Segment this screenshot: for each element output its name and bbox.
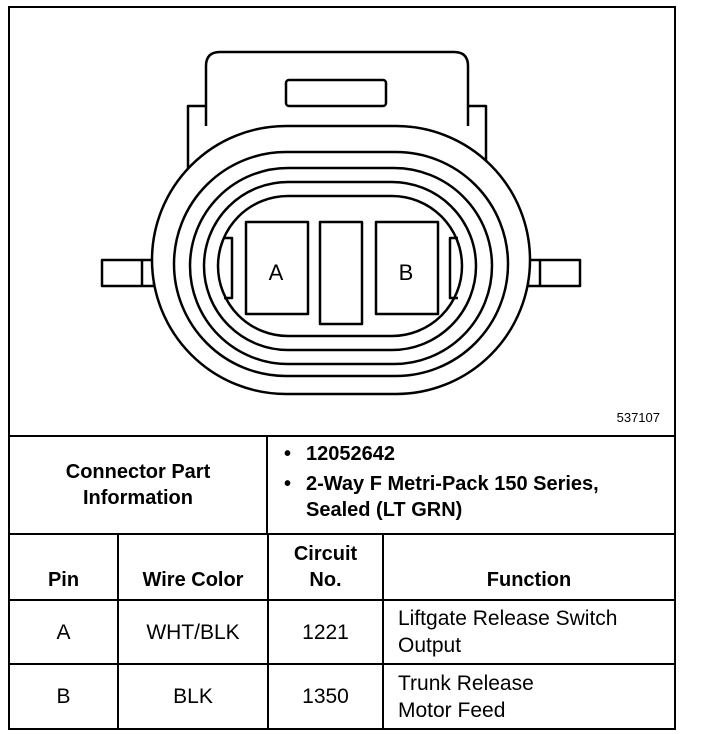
latch-base xyxy=(186,104,488,170)
connector-info-label: Connector Part Information xyxy=(10,437,268,533)
pin-b-label: B xyxy=(399,260,414,285)
circuit-no-cell: 1350 xyxy=(267,663,384,728)
header-pin: Pin xyxy=(10,535,119,600)
pin-a-cavity xyxy=(244,220,310,316)
part-number: 12052642 xyxy=(306,443,395,465)
pin-cell: A xyxy=(10,599,119,665)
table-header-row: Pin Wire Color Circuit No. Function xyxy=(10,535,674,600)
figure-number: 537107 xyxy=(616,410,660,425)
header-circuit-no: Circuit No. xyxy=(267,535,384,600)
table-row: A WHT/BLK 1221 Liftgate Release Switch O… xyxy=(10,599,674,665)
wire-color-cell: WHT/BLK xyxy=(117,599,269,665)
table-row: B BLK 1350 Trunk Release Motor Feed xyxy=(10,663,674,728)
wire-color-cell: BLK xyxy=(117,663,269,728)
connector-frame: A B 537107 Connector Part Information • … xyxy=(8,6,676,730)
connector-part-info: Connector Part Information • 12052642 • … xyxy=(10,435,674,535)
outer-ring xyxy=(150,124,532,396)
connector-info-item: • 12052642 xyxy=(284,441,666,467)
function-cell: Liftgate Release Switch Output xyxy=(382,599,674,665)
pin-cell: B xyxy=(10,663,119,728)
center-key xyxy=(318,220,364,326)
right-tab xyxy=(526,258,582,288)
connector-info-item: • 2-Way F Metri-Pack 150 Series, Sealed … xyxy=(284,471,666,523)
header-function: Function xyxy=(382,535,674,600)
function-cell: Trunk Release Motor Feed xyxy=(382,663,674,728)
cavity xyxy=(216,194,464,338)
bullet-icon: • xyxy=(284,473,292,495)
latch-housing xyxy=(204,50,470,126)
connector-info-list: • 12052642 • 2-Way F Metri-Pack 150 Seri… xyxy=(268,437,674,533)
pin-a-label: A xyxy=(269,260,284,285)
header-wire-color: Wire Color xyxy=(117,535,269,600)
latch-window xyxy=(284,78,388,108)
circuit-no-cell: 1221 xyxy=(267,599,384,665)
connector-diagram: A B xyxy=(10,8,674,435)
seal-ring xyxy=(202,180,478,352)
inner-ring xyxy=(188,166,494,366)
connector-description: 2-Way F Metri-Pack 150 Series, Sealed (L… xyxy=(306,473,599,521)
bullet-icon: • xyxy=(284,443,292,465)
left-tab xyxy=(100,258,156,288)
pin-table: Pin Wire Color Circuit No. Function A WH… xyxy=(10,535,674,728)
middle-ring xyxy=(172,150,510,378)
pin-b-cavity xyxy=(374,220,440,316)
